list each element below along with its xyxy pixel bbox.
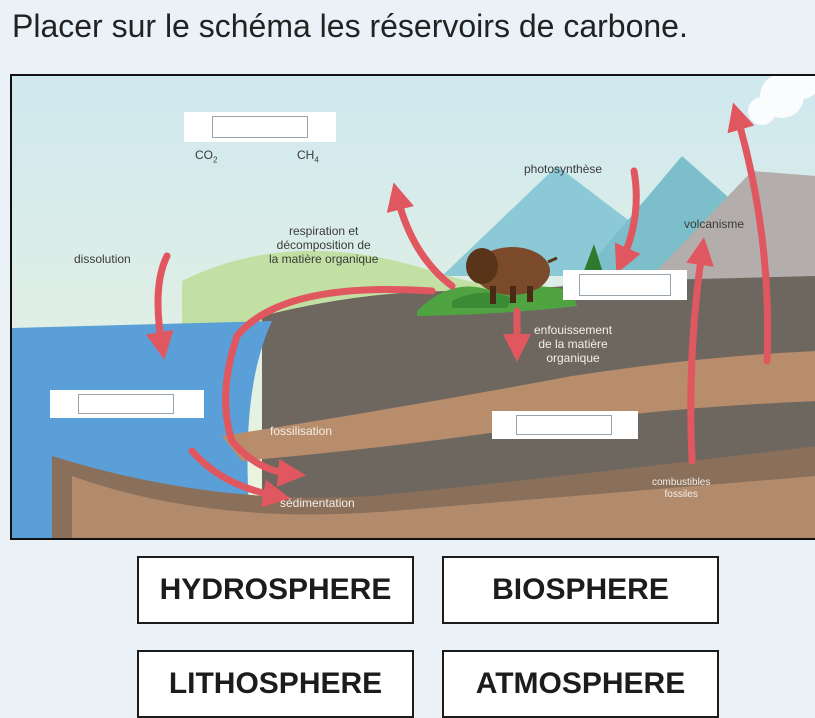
label-ch4: CH4 xyxy=(297,148,319,165)
carbon-cycle-diagram: CO2 CH4 photosynthèse volcanisme respira… xyxy=(10,74,815,540)
dropzone-atmosphere[interactable] xyxy=(184,112,336,142)
label-photosynthese: photosynthèse xyxy=(524,162,603,176)
label-fossilisation: fossilisation xyxy=(270,424,333,438)
card-biosphere[interactable]: BIOSPHERE xyxy=(442,556,719,624)
dropzone-hydrosphere[interactable] xyxy=(50,390,204,418)
dropzone-biosphere[interactable] xyxy=(563,270,687,300)
card-atmosphere[interactable]: ATMOSPHERE xyxy=(442,650,719,718)
arrow-sedimentation xyxy=(188,447,291,508)
label-combustibles-fossiles: combustibles fossiles xyxy=(652,477,711,500)
arrow-volcanisme xyxy=(727,102,772,365)
dropzone-lithosphere[interactable] xyxy=(492,411,638,439)
volcano-smoke xyxy=(748,76,815,125)
arrow-combustibles xyxy=(686,237,714,465)
label-co2: CO2 xyxy=(195,148,218,165)
tree xyxy=(582,244,604,276)
arrow-fossilisation xyxy=(222,285,436,487)
sediment-bottom xyxy=(72,476,815,538)
vegetation-dark xyxy=(452,292,512,308)
card-lithosphere[interactable]: LITHOSPHERE xyxy=(137,650,414,718)
bison-icon xyxy=(466,247,558,304)
arrow-dissolution xyxy=(145,252,174,360)
label-respiration: respiration et décomposition de la matiè… xyxy=(269,224,379,266)
sediment-band xyxy=(222,351,815,461)
arrow-photosynthese xyxy=(614,167,641,274)
label-sedimentation: sédimentation xyxy=(280,496,355,510)
page-title: Placer sur le schéma les réservoirs de c… xyxy=(12,8,688,44)
card-hydrosphere[interactable]: HYDROSPHERE xyxy=(137,556,414,624)
arrow-respiration xyxy=(386,182,456,290)
label-volcanisme: volcanisme xyxy=(684,217,745,231)
label-enfouissement: enfouissement de la matière organique xyxy=(534,323,613,365)
diagram-illustration xyxy=(12,76,815,538)
label-dissolution: dissolution xyxy=(74,252,131,266)
